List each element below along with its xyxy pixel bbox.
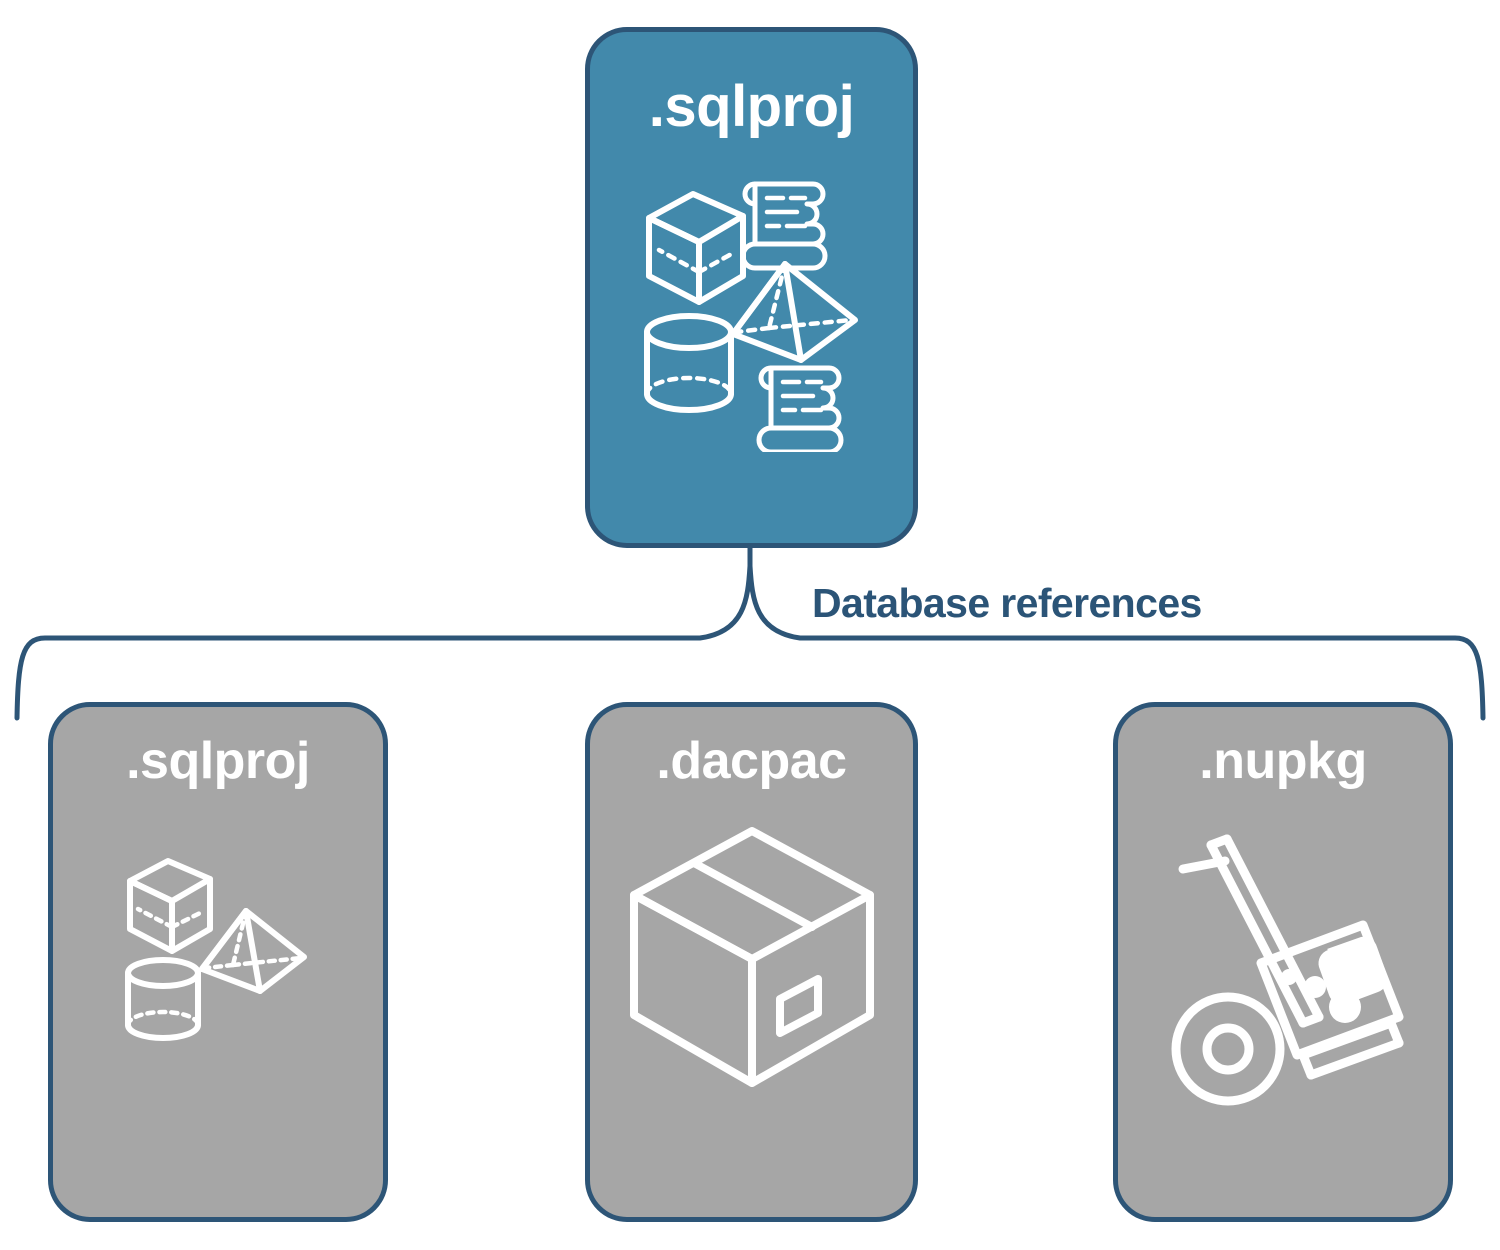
cube-icon [127, 858, 213, 954]
pyramid-icon [729, 261, 858, 363]
node-card-sqlproj-child[interactable]: .sqlproj [48, 702, 388, 1222]
node-card-nupkg[interactable]: .nupkg [1113, 702, 1453, 1222]
connector-label: Database references [812, 580, 1202, 626]
root-icon-group [590, 172, 913, 452]
cube-icon [645, 191, 746, 305]
scroll-icon [740, 181, 827, 271]
package-box-icon [629, 827, 874, 1087]
hand-truck-icon [1171, 834, 1404, 1106]
scroll-icon [756, 365, 843, 452]
card-title: .sqlproj [648, 74, 855, 139]
nuget-package-icon [1256, 920, 1404, 1060]
sqlproj-icon-group [53, 847, 383, 1047]
cylinder-icon [643, 313, 734, 413]
card-title: .nupkg [1199, 732, 1367, 790]
pyramid-icon [199, 908, 307, 994]
cylinder-icon [125, 957, 201, 1041]
node-card-sqlproj-root[interactable]: .sqlproj [585, 27, 918, 548]
node-card-dacpac[interactable]: .dacpac [585, 702, 918, 1222]
dacpac-icon-group [590, 817, 913, 1097]
card-title: .dacpac [656, 732, 847, 790]
nupkg-icon-group [1118, 827, 1448, 1107]
brace-connector [14, 545, 1486, 721]
card-title: .sqlproj [126, 732, 310, 790]
